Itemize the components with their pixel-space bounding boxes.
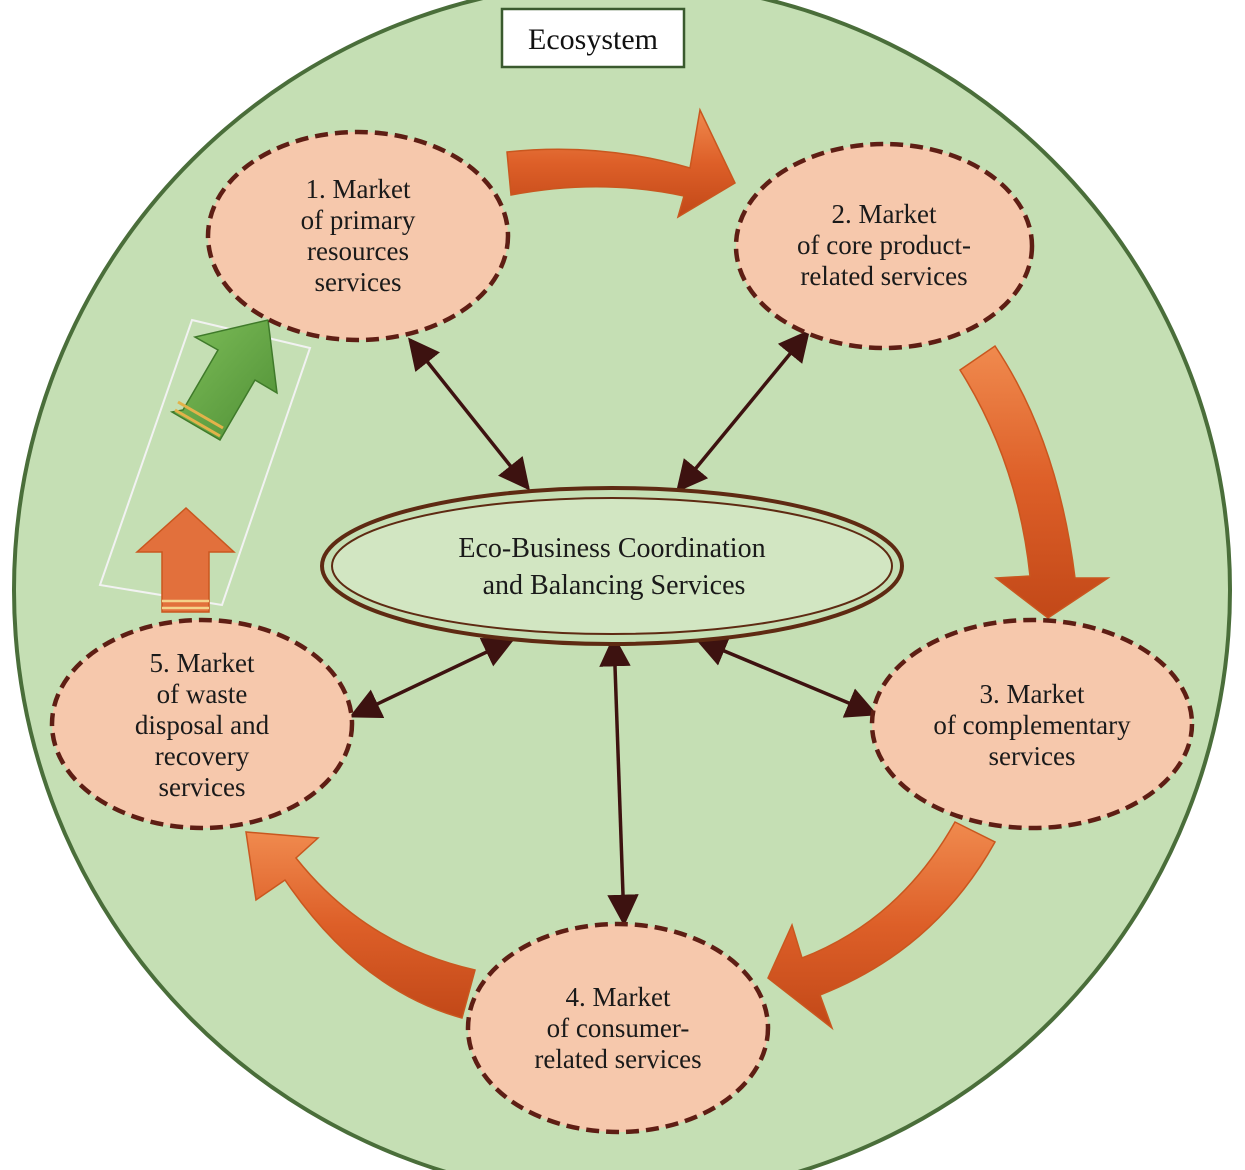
node-4-line-1: 4. Market	[566, 982, 671, 1012]
node-4-line-3: related services	[534, 1044, 701, 1074]
node-2-line-1: 2. Market	[832, 199, 937, 229]
node-4-line-2: of consumer-	[547, 1013, 690, 1043]
link-center-node-1	[408, 337, 530, 491]
node-5-line-1: 5. Market	[150, 648, 255, 678]
node-2-line-3: related services	[800, 261, 967, 291]
node-5-line-3: disposal and	[135, 710, 270, 740]
node-1-line-2: of primary	[301, 205, 416, 235]
center-ellipse: Eco-Business Coordination and Balancing …	[320, 486, 904, 646]
node-5-line-5: services	[159, 772, 246, 802]
recovery-arrow-green	[169, 319, 278, 442]
node-2-line-2: of core product-	[797, 230, 971, 260]
market-node-1: 1. Market of primary resources services	[205, 129, 511, 343]
node-3-line-3: services	[989, 741, 1076, 771]
recovery-arrow-orange	[135, 506, 236, 613]
flow-arrow-2-3	[958, 344, 1111, 619]
node-1-line-3: resources	[307, 236, 409, 266]
node-5-line-4: recovery	[155, 741, 250, 771]
node-1-line-4: services	[315, 267, 402, 297]
flow-arrow-3-4	[767, 821, 997, 1031]
node-5-line-2: of waste	[157, 679, 248, 709]
ecosystem-title: Ecosystem	[500, 7, 686, 69]
link-center-node-2	[675, 329, 811, 493]
center-label-line-1: Eco-Business Coordination	[458, 533, 765, 564]
link-center-node-3	[695, 636, 878, 718]
flow-arrow-1-2	[506, 107, 736, 219]
market-node-2: 2. Market of core product- related servi…	[733, 141, 1035, 351]
market-node-5: 5. Market of waste disposal and recovery…	[49, 617, 355, 831]
node-3-line-1: 3. Market	[980, 679, 1085, 709]
flow-arrow-4-5	[245, 831, 476, 1019]
node-1-line-1: 1. Market	[306, 174, 411, 204]
market-node-3: 3. Market of complementary services	[869, 617, 1195, 831]
link-center-node-4	[599, 634, 639, 927]
center-label-line-2: and Balancing Services	[483, 570, 746, 601]
link-center-node-5	[349, 637, 515, 719]
ecosystem-title-text: Ecosystem	[528, 23, 658, 56]
market-node-4: 4. Market of consumer- related services	[465, 921, 771, 1135]
node-3-line-2: of complementary	[933, 710, 1131, 740]
